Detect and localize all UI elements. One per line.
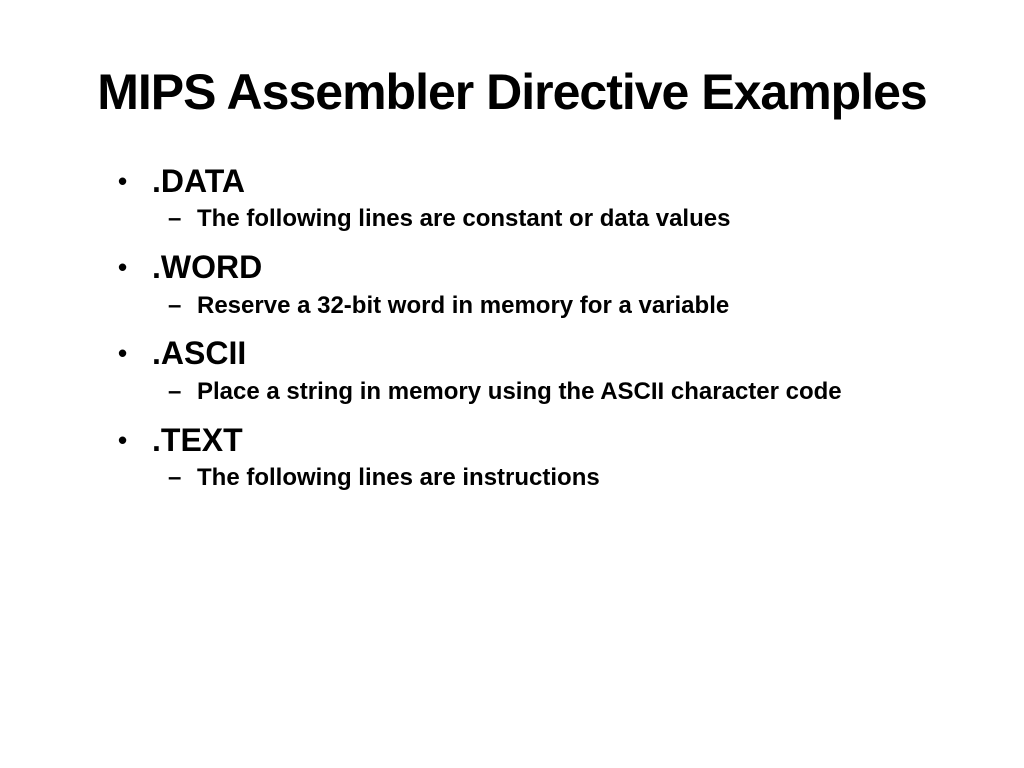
- directive-term: .DATA: [152, 163, 246, 199]
- directive-term: .ASCII: [152, 335, 247, 372]
- dash-marker-icon: –: [168, 463, 182, 491]
- directive-description: The following lines are instructions: [197, 463, 600, 491]
- bullet-item: • .DATA: [0, 162, 1024, 200]
- bullet-item: • .ASCII: [0, 334, 1024, 372]
- bullet-marker-icon: •: [118, 338, 128, 369]
- directive-description: The following lines are constant or data…: [197, 205, 731, 233]
- directive-term: .TEXT: [152, 421, 243, 458]
- sub-bullet: – Place a string in memory using the ASC…: [0, 378, 1024, 407]
- directive-term: .WORD: [152, 249, 263, 286]
- bullet-item: • .TEXT: [0, 421, 1024, 459]
- directive-description: Place a string in memory using the ASCII…: [197, 377, 842, 405]
- bullet-marker-icon: •: [118, 252, 128, 283]
- bullet-marker-icon: •: [118, 424, 128, 455]
- bullet-marker-icon: •: [118, 166, 128, 196]
- bullet-list: • .DATA – The following lines are consta…: [0, 162, 1024, 493]
- sub-bullet: – The following lines are constant or da…: [0, 205, 1024, 234]
- sub-bullet: – The following lines are instructions: [0, 464, 1024, 493]
- bullet-item: • .WORD: [0, 248, 1024, 286]
- dash-marker-icon: –: [168, 291, 182, 319]
- directive-description: Reserve a 32-bit word in memory for a va…: [197, 291, 730, 319]
- slide-title: MIPS Assembler Directive Examples: [97, 64, 927, 120]
- dash-marker-icon: –: [168, 205, 182, 233]
- dash-marker-icon: –: [168, 377, 182, 405]
- sub-bullet: – Reserve a 32-bit word in memory for a …: [0, 292, 1024, 321]
